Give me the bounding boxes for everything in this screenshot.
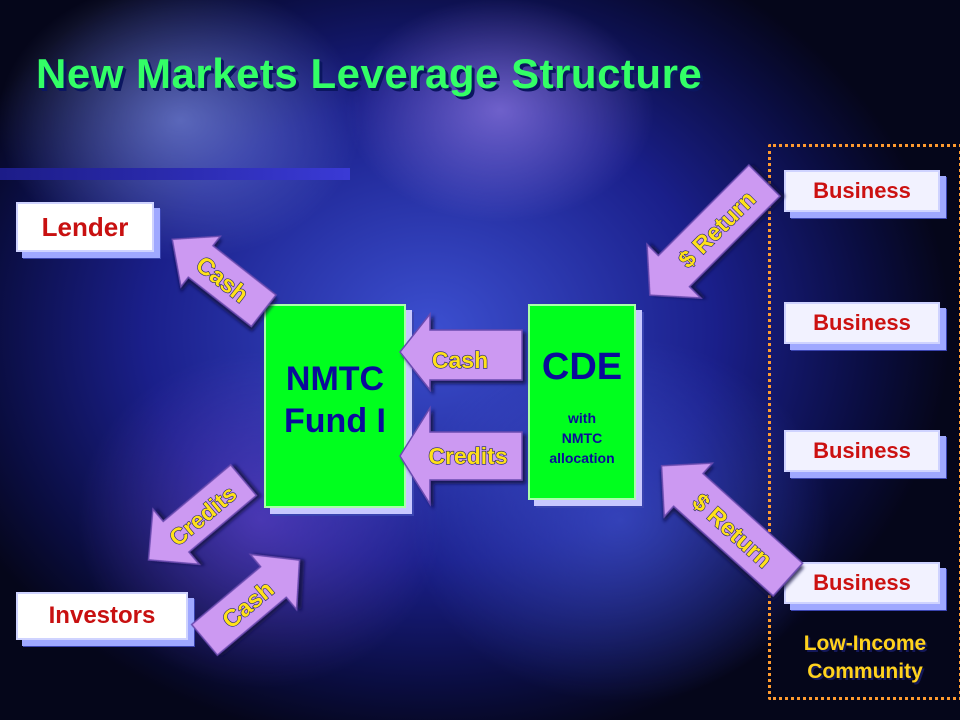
page-title: New Markets Leverage Structure [36, 50, 703, 97]
business-label: Business [813, 570, 911, 595]
business-box-2: Business [784, 302, 940, 344]
lender-label: Lender [41, 211, 129, 242]
nmtc-fund-label: NMTC Fund I [284, 360, 386, 440]
credits-arrow-to-investors: Credits [147, 463, 258, 566]
cash-arrow-from-investors: Cash [190, 553, 301, 657]
return-arrow-bottom: $ Return [660, 462, 804, 597]
nmtc-fund-box: NMTC Fund I [264, 304, 406, 508]
cash-arrow-to-fund: Cash [399, 311, 523, 393]
arrow-shape [399, 405, 523, 507]
arrow-shape [190, 553, 301, 657]
cash-arrow-to-lender: Cash [171, 235, 278, 328]
title-underline [0, 168, 350, 180]
arrow-shape [399, 311, 523, 393]
credits-arrow-to-fund: Credits [399, 405, 523, 507]
cash-arrow-label: Cash [432, 347, 488, 373]
business-box-1: Business [784, 170, 940, 212]
return-arrow-top: $ Return [646, 163, 782, 299]
arrow-shape [147, 463, 258, 566]
arrow-shape [646, 163, 782, 299]
business-label: Business [813, 178, 911, 203]
low-income-community-label: Low-Income Community [803, 632, 927, 683]
credits-arrow-label: Credits [428, 443, 507, 469]
cde-subtitle: with NMTC allocation [549, 410, 615, 466]
arrow-shape [660, 462, 804, 597]
business-label: Business [813, 310, 911, 335]
business-label: Business [813, 438, 911, 463]
cde-title: CDE [541, 346, 623, 388]
investors-box: Investors [16, 592, 188, 640]
cde-box: CDE with NMTC allocation [528, 304, 636, 500]
investors-label: Investors [48, 602, 156, 629]
lender-box: Lender [16, 202, 154, 252]
arrow-shape [171, 235, 278, 328]
business-box-3: Business [784, 430, 940, 472]
business-box-4: Business [784, 562, 940, 604]
